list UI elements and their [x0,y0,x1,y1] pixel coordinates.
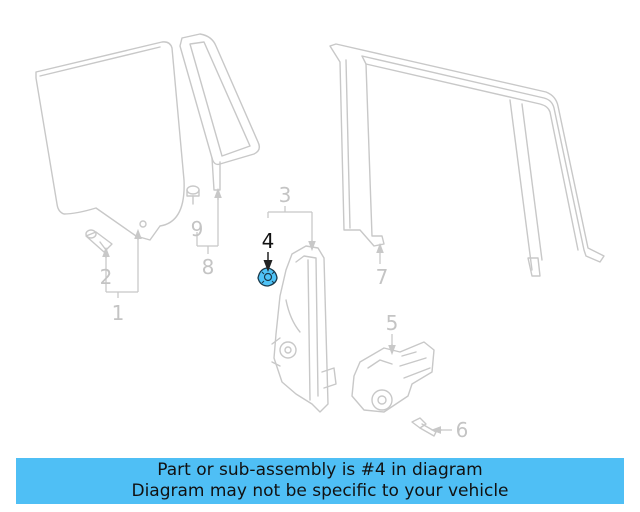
callout-5: 5 [386,311,399,335]
window-motor-part [351,341,435,413]
leader-8-9 [196,187,222,254]
glass-pin-part [85,229,113,253]
bolt-9-part [186,185,200,205]
callout-6: 6 [456,418,469,442]
leader-3 [267,206,316,252]
callout-1: 1 [112,301,125,325]
callout-9: 9 [191,217,204,241]
callout-3: 3 [279,183,292,207]
banner-line-disclaimer: Diagram may not be specific to your vehi… [131,481,509,501]
callout-2: 2 [100,265,113,289]
leader-1-2 [102,228,142,298]
quarter-glass-frame-part [179,33,261,191]
banner-line-part-number: Part or sub-assembly is #4 in diagram [157,460,483,480]
screw-6-part [411,417,452,437]
info-banner: Part or sub-assembly is #4 in diagram Di… [16,458,624,504]
callout-4-highlighted: 4 [262,229,275,253]
callout-8: 8 [202,255,215,279]
door-glass-part [35,41,185,241]
callout-7: 7 [376,265,389,289]
window-regulator-part [271,245,337,413]
run-channel-part [329,43,605,277]
clip-part-highlighted [257,267,278,287]
